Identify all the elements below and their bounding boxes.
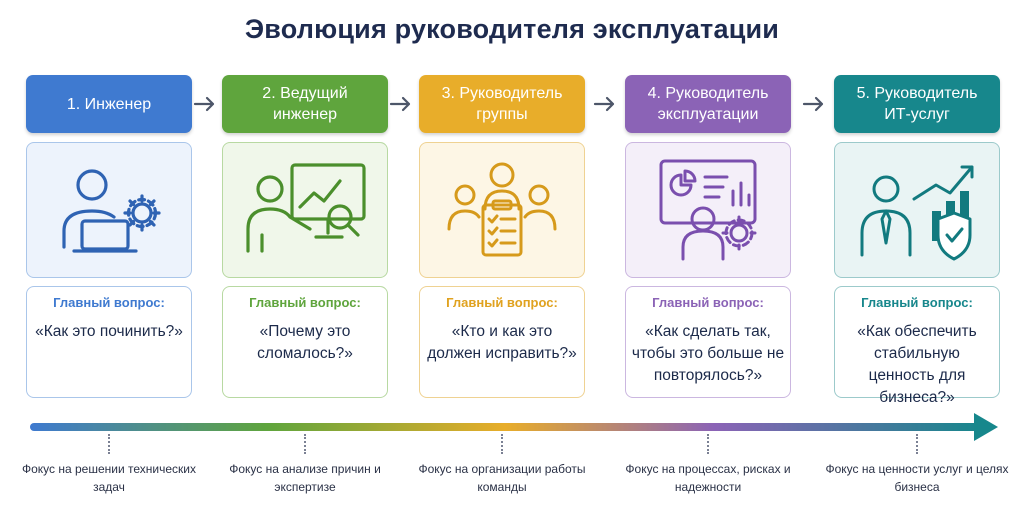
stage-header: 2. Ведущий инженер <box>222 75 388 133</box>
question-text: «Как сделать так, чтобы это больше не по… <box>631 323 785 384</box>
arrow-right-icon <box>193 96 215 112</box>
stage-header: 1. Инженер <box>26 75 192 133</box>
stage-4: 4. Руководитель эксплуатации Главный воп… <box>625 0 791 512</box>
timeline-connector <box>108 434 110 454</box>
stage-header: 4. Руководитель эксплуатации <box>625 75 791 133</box>
team-checklist-icon <box>447 162 557 257</box>
focus-text: Фокус на решении технических задач <box>21 462 196 494</box>
focus-text: Фокус на процессах, рисках и надежности <box>625 462 791 494</box>
question-label: Главный вопрос: <box>446 295 558 310</box>
timeline-connector <box>501 434 503 454</box>
question-label: Главный вопрос: <box>861 295 973 310</box>
question-text: «Как это починить?» <box>35 323 183 340</box>
stage-header: 5. Руководитель ИТ-услуг <box>834 75 1000 133</box>
focus-text: Фокус на организации работы команды <box>418 462 586 494</box>
timeline-arrow <box>30 413 998 441</box>
question-card: Главный вопрос: «Как обеспечить стабильн… <box>834 286 1000 406</box>
timeline-connector <box>304 434 306 454</box>
stage-header: 3. Руководитель группы <box>419 75 585 133</box>
engineer-board-magnifier-icon <box>246 163 366 253</box>
stage-icon-card <box>222 142 388 278</box>
question-card: Главный вопрос: «Как это починить?» <box>26 286 192 398</box>
timeline-connector <box>707 434 709 454</box>
arrow-right-icon <box>802 96 824 112</box>
focus-text: Фокус на анализе причин и экспертизе <box>229 462 381 494</box>
stage-icon-card <box>419 142 585 278</box>
arrow-right-icon <box>593 96 615 112</box>
question-card: Главный вопрос: «Как сделать так, чтобы … <box>625 286 791 398</box>
question-text: «Почему это сломалось?» <box>257 323 353 362</box>
stage-icon-card <box>834 142 1000 278</box>
question-card: Главный вопрос: «Почему это сломалось?» <box>222 286 388 398</box>
timeline-connector <box>916 434 918 454</box>
question-text: «Кто и как это должен исправить?» <box>427 323 577 362</box>
question-text: «Как обеспечить стабильную ценность для … <box>857 323 977 406</box>
stage-3: 3. Руководитель группы Главный вопрос: «… <box>418 0 586 512</box>
stage-5: 5. Руководитель ИТ-услуг Главный вопрос:… <box>825 0 1009 512</box>
focus-text: Фокус на ценности услуг и целях бизнеса <box>825 462 1009 494</box>
manager-dashboard-gear-icon <box>659 159 757 261</box>
question-label: Главный вопрос: <box>53 295 165 310</box>
stage-icon-card <box>625 142 791 278</box>
stage-2: 2. Ведущий инженер Главный вопрос: «Поче… <box>222 0 388 512</box>
question-card: Главный вопрос: «Кто и как это должен ис… <box>419 286 585 398</box>
arrow-right-icon <box>389 96 411 112</box>
engineer-laptop-gear-icon <box>62 169 161 253</box>
question-label: Главный вопрос: <box>652 295 764 310</box>
stage-icon-card <box>26 142 192 278</box>
question-label: Главный вопрос: <box>249 295 361 310</box>
page-title: Эволюция руководителя эксплуатации <box>244 14 780 44</box>
stage-1: 1. Инженер Главный вопрос: «Как это почи… <box>22 0 196 512</box>
executive-growth-shield-icon <box>860 165 974 261</box>
